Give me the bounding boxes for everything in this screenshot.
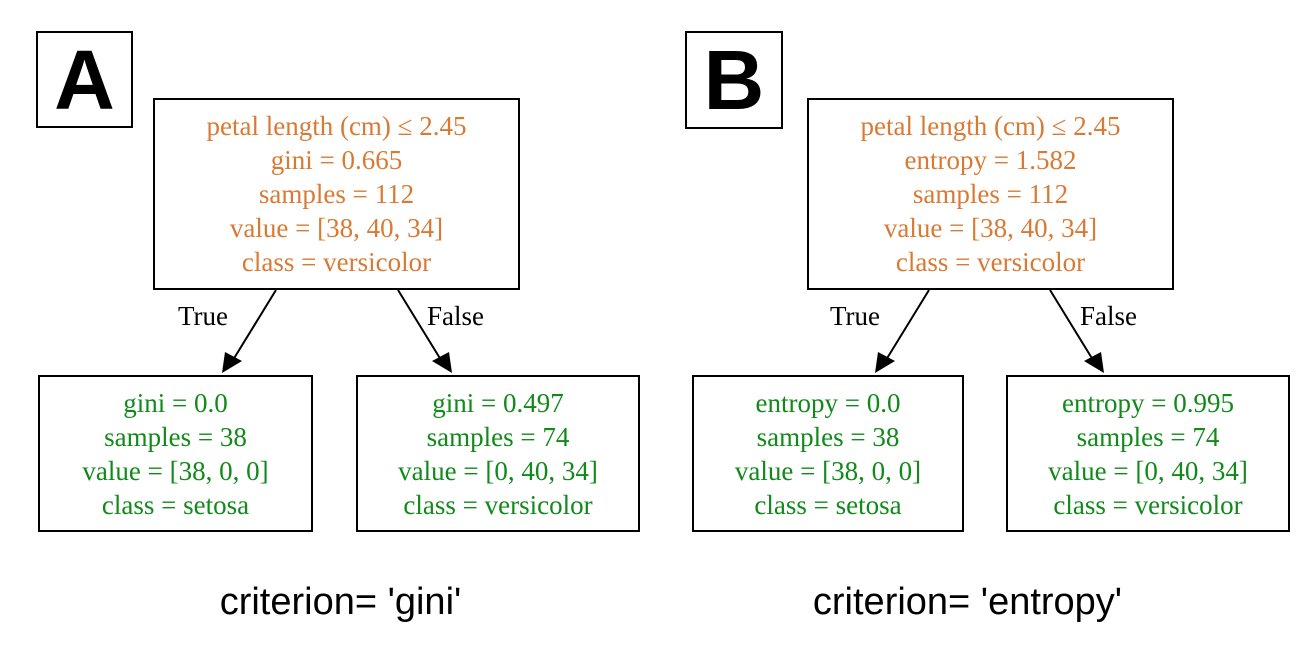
true-edge: [232, 289, 277, 361]
criterion-caption: criterion= 'gini': [219, 581, 462, 623]
leaf-value: value = [0, 40, 34]: [1048, 455, 1248, 486]
leaf-samples: samples = 74: [1076, 421, 1220, 452]
root-split: petal length (cm) ≤ 2.45: [206, 111, 467, 141]
true-edge-label: True: [178, 301, 229, 331]
criterion-caption: criterion= 'entropy': [812, 581, 1123, 623]
root-value: value = [38, 40, 34]: [229, 213, 444, 243]
leaf-class: class = versicolor: [1053, 489, 1243, 520]
leaf-samples: samples = 74: [426, 421, 570, 452]
leaf-impurity: entropy = 0.995: [1062, 387, 1234, 418]
true-edge-label: True: [830, 301, 881, 331]
true-arrowhead: [875, 352, 895, 373]
leaf-samples: samples = 38: [104, 421, 247, 452]
true-arrowhead: [222, 352, 242, 373]
false-arrowhead: [1084, 352, 1104, 373]
panel-label: A: [36, 31, 133, 128]
left-leaf-node: entropy = 0.0 samples = 38 value = [38, …: [692, 375, 964, 532]
right-leaf-node: entropy = 0.995 samples = 74 value = [0,…: [1006, 375, 1290, 532]
root-value: value = [38, 40, 34]: [883, 213, 1098, 243]
root-impurity: entropy = 1.582: [904, 145, 1077, 175]
leaf-class: class = versicolor: [403, 489, 593, 520]
true-edge: [885, 289, 930, 361]
leaf-impurity: gini = 0.497: [432, 387, 564, 418]
left-leaf-node: gini = 0.0 samples = 38 value = [38, 0, …: [38, 375, 313, 532]
panel-a: A petal length (cm) ≤ 2.45 gini = 0.665 …: [36, 31, 640, 623]
leaf-class: class = setosa: [754, 489, 902, 520]
leaf-value: value = [38, 0, 0]: [734, 455, 922, 486]
leaf-impurity: entropy = 0.0: [755, 387, 901, 418]
root-impurity: gini = 0.665: [270, 145, 403, 175]
root-split: petal length (cm) ≤ 2.45: [860, 111, 1121, 141]
root-samples: samples = 112: [258, 179, 415, 209]
root-class: class = versicolor: [895, 247, 1086, 277]
leaf-value: value = [38, 0, 0]: [82, 455, 269, 486]
false-edge-label: False: [427, 301, 484, 331]
leaf-impurity: gini = 0.0: [123, 387, 228, 418]
leaf-samples: samples = 38: [756, 421, 900, 452]
root-node: petal length (cm) ≤ 2.45 gini = 0.665 sa…: [153, 98, 520, 290]
false-edge-label: False: [1080, 301, 1137, 331]
root-samples: samples = 112: [912, 179, 1069, 209]
false-arrowhead: [432, 352, 452, 373]
leaf-value: value = [0, 40, 34]: [398, 455, 598, 486]
right-leaf-node: gini = 0.497 samples = 74 value = [0, 40…: [356, 375, 640, 532]
root-class: class = versicolor: [241, 247, 432, 277]
root-node: petal length (cm) ≤ 2.45 entropy = 1.582…: [807, 98, 1174, 290]
panel-label: B: [685, 31, 783, 129]
panel-b: B petal length (cm) ≤ 2.45 entropy = 1.5…: [653, 0, 1306, 648]
leaf-class: class = setosa: [101, 489, 250, 520]
